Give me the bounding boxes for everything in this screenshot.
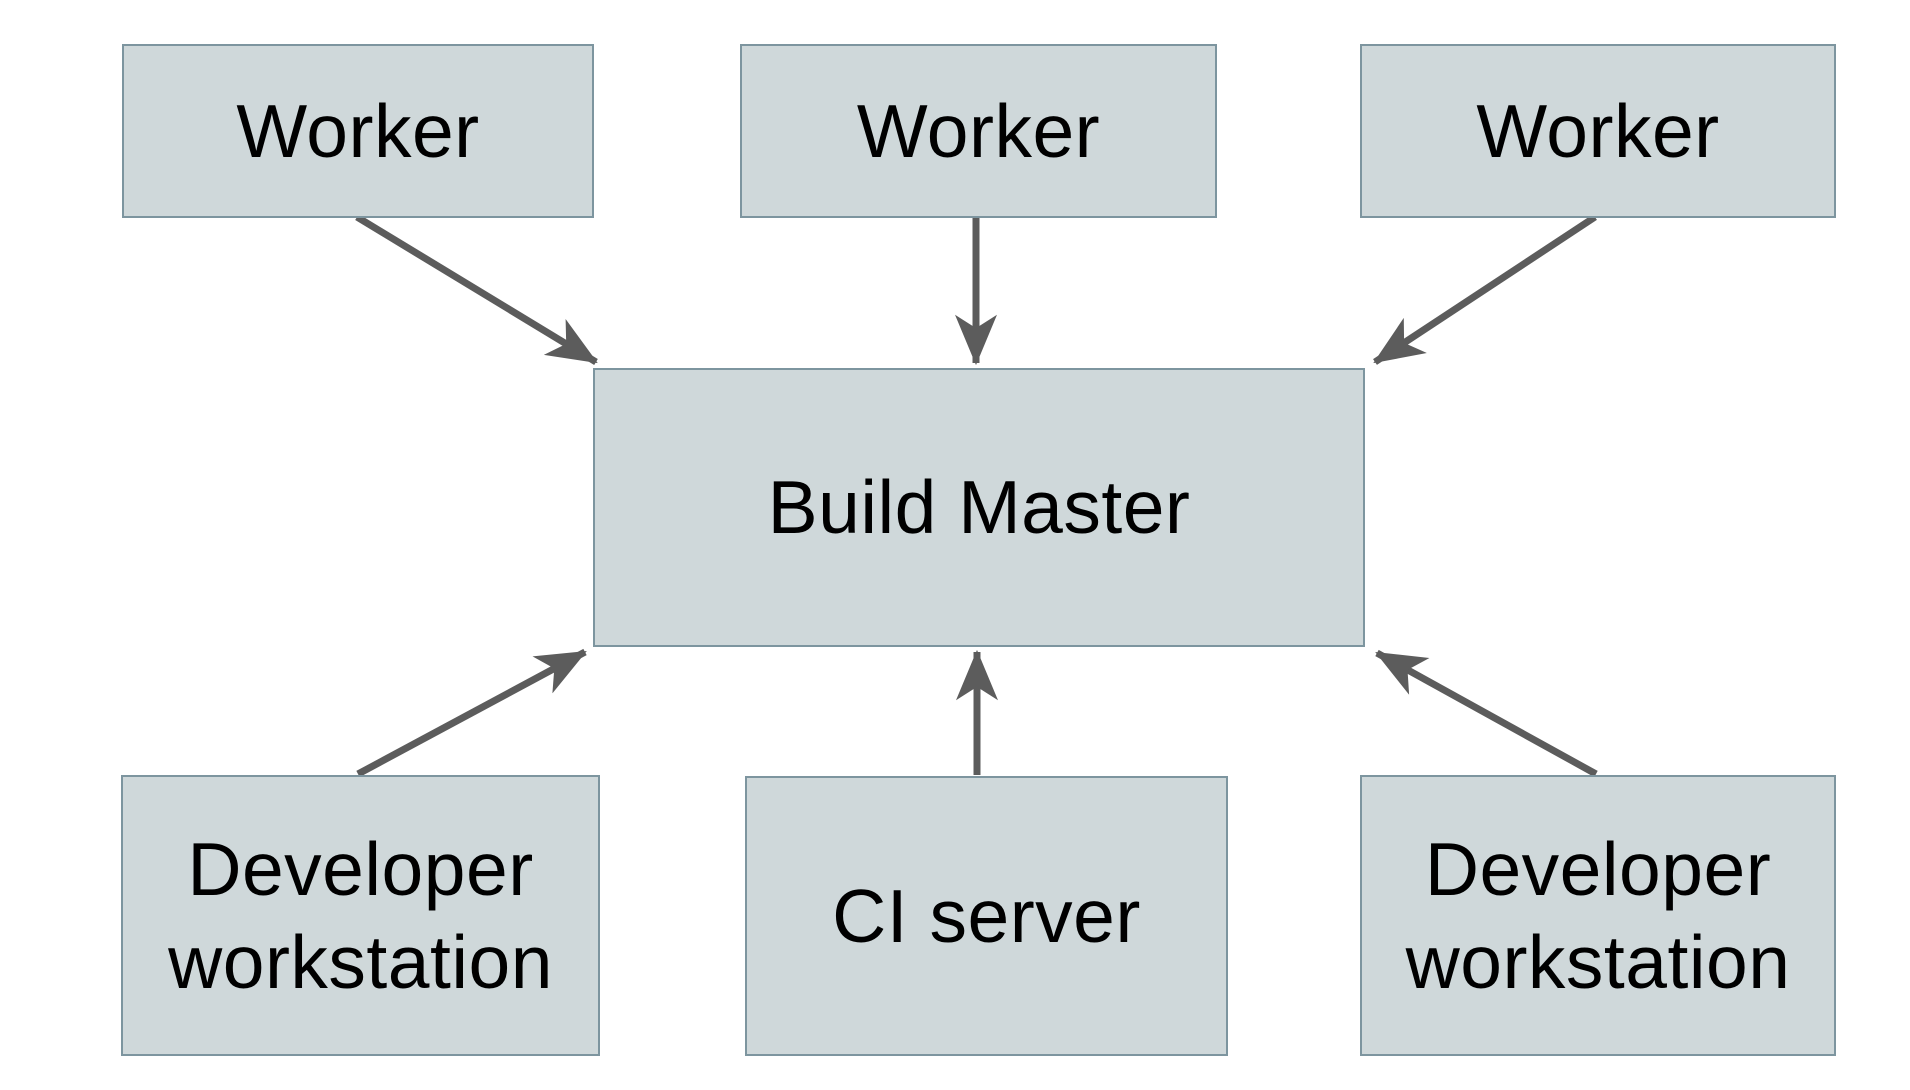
node-worker-center-label: Worker xyxy=(856,88,1101,173)
edge-worker-right-to-build-master xyxy=(1373,214,1597,365)
node-worker-center: Worker xyxy=(740,44,1217,218)
node-developer-workstation-left: Developer workstation xyxy=(121,775,600,1056)
node-worker-left-label: Worker xyxy=(236,88,480,173)
node-ci-server-label: CI server xyxy=(832,873,1141,958)
edge-worker-left-to-build-master xyxy=(355,214,598,365)
edge-dev-workstation-right-to-build-master xyxy=(1375,649,1598,778)
node-worker-right: Worker xyxy=(1360,44,1836,218)
node-worker-left: Worker xyxy=(122,44,594,218)
node-worker-right-label: Worker xyxy=(1476,88,1720,173)
node-ci-server: CI server xyxy=(745,776,1228,1056)
edge-dev-workstation-left-to-build-master xyxy=(356,648,587,778)
node-developer-workstation-left-label: Developer workstation xyxy=(168,826,553,1004)
node-build-master: Build Master xyxy=(593,368,1365,647)
node-developer-workstation-right-label: Developer workstation xyxy=(1405,826,1791,1004)
node-build-master-label: Build Master xyxy=(767,465,1191,549)
node-developer-workstation-right: Developer workstation xyxy=(1360,775,1836,1056)
